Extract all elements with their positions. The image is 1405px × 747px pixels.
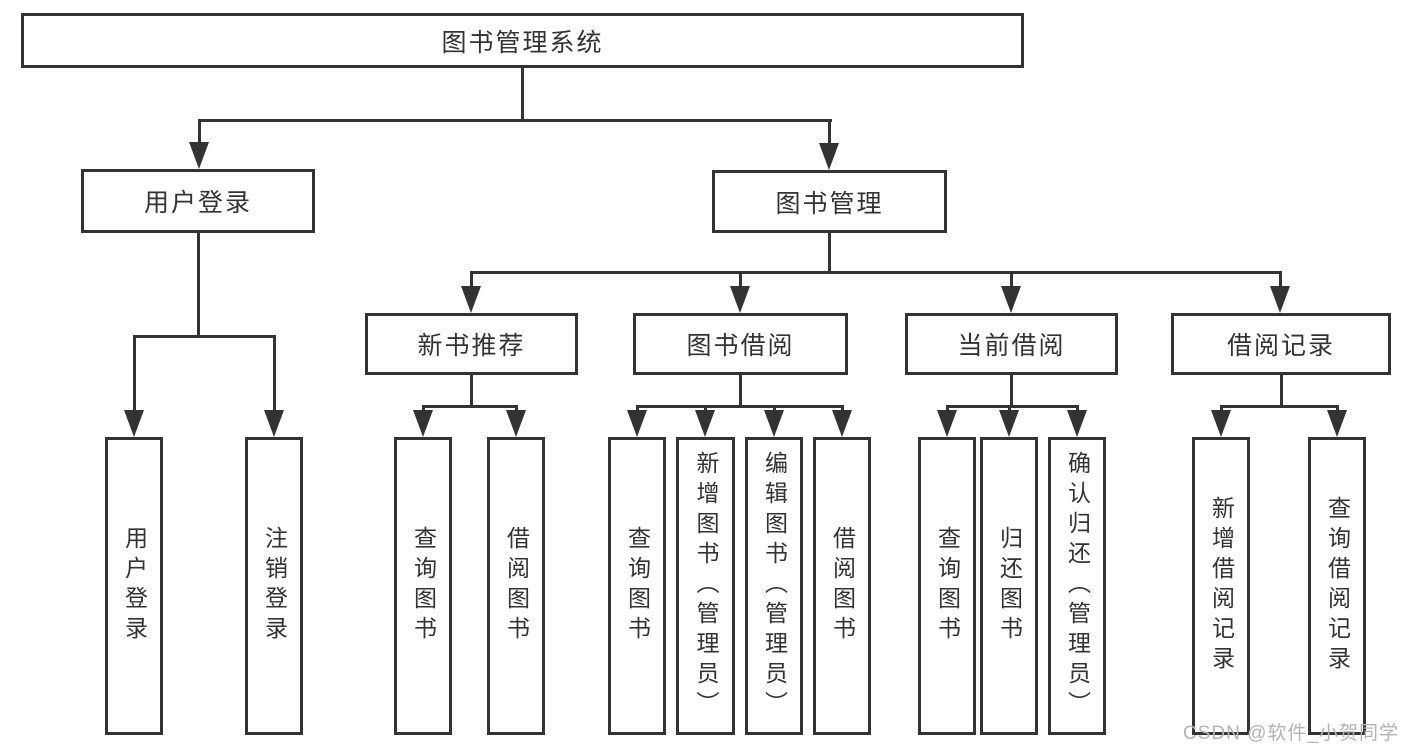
leaf-user-login: 用户登录 (105, 437, 163, 735)
arrow-down-icon (461, 286, 481, 313)
arrow-down-icon (764, 410, 784, 437)
edge-book-mgmt-trunk (828, 233, 831, 273)
arrow-down-icon (506, 410, 526, 437)
edge-book-borrow-branch (636, 405, 844, 408)
leaf-label: 查询图书 (934, 526, 961, 646)
leaf-label: 新增借阅记录 (1208, 496, 1235, 676)
edge-new-book-trunk (470, 375, 473, 407)
edge-stem-leaf (133, 335, 136, 417)
node-current-borrow: 当前借阅 (905, 313, 1118, 375)
node-book-borrow: 图书借阅 (633, 313, 848, 375)
edge-user-login-trunk (197, 233, 200, 337)
edge-borrow-record-trunk (1280, 375, 1283, 407)
arrow-down-icon (627, 410, 647, 437)
node-user-login: 用户登录 (81, 169, 315, 233)
leaf-label: 查询借阅记录 (1324, 496, 1351, 676)
leaf-label: 借阅图书 (829, 526, 856, 646)
edge-stem-current-borrow (1010, 271, 1013, 293)
arrow-down-icon (999, 410, 1019, 437)
arrow-down-icon (1327, 410, 1347, 437)
leaf-label: 新增图书（管理员） (693, 451, 719, 721)
leaf-borrow-add-book-admin: 新增图书（管理员） (676, 437, 735, 735)
edge-user-login-branch (133, 335, 276, 338)
edge-book-mgmt-branch (470, 271, 1282, 274)
node-label: 用户登录 (143, 189, 252, 217)
node-label: 当前借阅 (957, 332, 1066, 360)
node-label: 图书管理 (775, 189, 884, 218)
edge-root-trunk (521, 68, 524, 121)
leaf-newbook-borrow-book: 借阅图书 (487, 437, 545, 735)
leaf-record-add-borrow-record: 新增借阅记录 (1192, 437, 1250, 735)
leaf-current-return-book: 归还图书 (980, 437, 1038, 735)
edge-stem-leaf (273, 335, 276, 417)
arrow-down-icon (189, 142, 209, 169)
arrow-down-icon (1067, 410, 1087, 437)
arrow-down-icon (832, 410, 852, 437)
edge-stem-user-login (198, 119, 201, 149)
node-library-management-system: 图书管理系统 (21, 13, 1024, 68)
watermark: CSDN @软件_小贺同学 (1183, 723, 1399, 744)
edge-current-borrow-branch (946, 405, 1079, 408)
edge-stem-borrow-record (1279, 271, 1282, 293)
leaf-label: 编辑图书（管理员） (761, 451, 788, 721)
arrow-down-icon (695, 410, 715, 437)
edge-borrow-record-branch (1220, 405, 1339, 408)
leaf-borrow-edit-book-admin: 编辑图书（管理员） (745, 437, 803, 735)
leaf-newbook-query-book: 查询图书 (394, 437, 452, 735)
node-borrow-record: 借阅记录 (1171, 313, 1391, 375)
leaf-current-confirm-return-admin: 确认归还（管理员） (1048, 437, 1106, 735)
node-label: 图书借阅 (686, 332, 795, 360)
arrow-down-icon (1270, 286, 1290, 313)
node-label: 借阅记录 (1226, 332, 1335, 360)
arrow-down-icon (937, 410, 957, 437)
edge-current-borrow-trunk (1010, 375, 1013, 407)
edge-root-branch (198, 119, 832, 122)
leaf-record-query-borrow-record: 查询借阅记录 (1308, 437, 1366, 735)
leaf-label: 确认归还（管理员） (1064, 451, 1091, 721)
arrow-down-icon (124, 410, 144, 437)
node-label: 图书管理系统 (441, 28, 604, 57)
node-book-management: 图书管理 (712, 170, 947, 233)
leaf-label: 注销登录 (261, 526, 288, 646)
leaf-label: 借阅图书 (503, 526, 530, 646)
arrow-down-icon (1001, 286, 1021, 313)
arrow-down-icon (264, 410, 284, 437)
leaf-label: 查询图书 (624, 526, 651, 646)
arrow-down-icon (730, 286, 750, 313)
edge-book-borrow-trunk (739, 375, 742, 407)
leaf-label: 查询图书 (410, 526, 437, 646)
arrow-down-icon (1211, 410, 1231, 437)
leaf-logout: 注销登录 (245, 437, 303, 735)
edge-stem-book-mgmt (828, 119, 831, 149)
leaf-label: 用户登录 (121, 526, 148, 646)
leaf-label: 归还图书 (996, 526, 1023, 646)
node-new-book-recommend: 新书推荐 (365, 313, 578, 375)
edge-stem-book-borrow (739, 271, 742, 293)
leaf-current-query-book: 查询图书 (918, 437, 976, 735)
leaf-borrow-borrow-book: 借阅图书 (813, 437, 871, 735)
arrow-down-icon (819, 143, 839, 170)
edge-stem-new-book (470, 271, 473, 293)
arrow-down-icon (413, 410, 433, 437)
edge-new-book-branch (422, 405, 518, 408)
leaf-borrow-query-book: 查询图书 (608, 437, 666, 735)
node-label: 新书推荐 (417, 332, 526, 360)
